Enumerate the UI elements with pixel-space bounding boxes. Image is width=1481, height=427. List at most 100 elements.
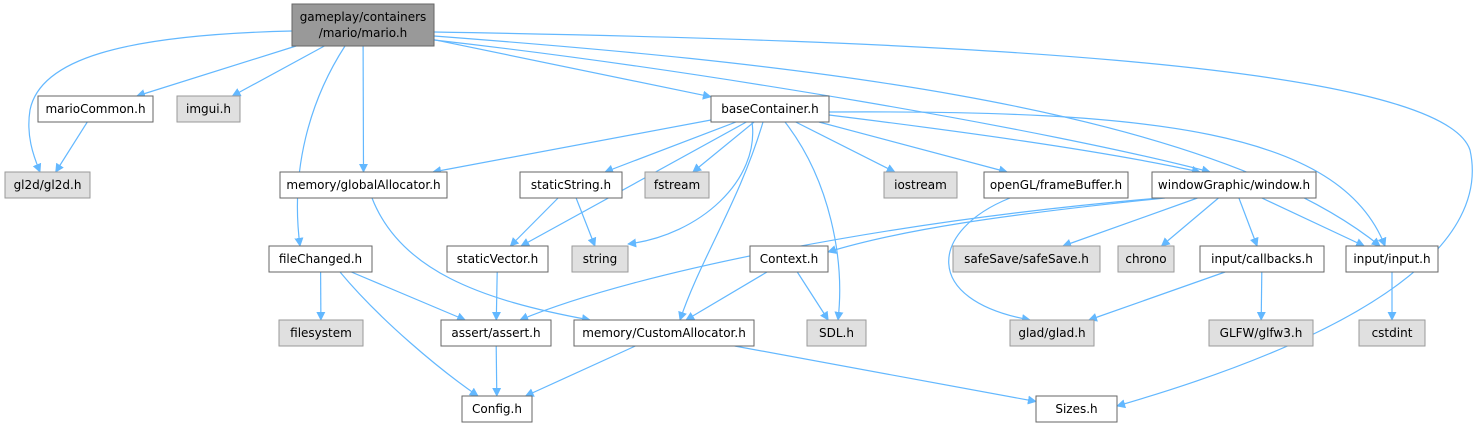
node-string: string bbox=[571, 245, 629, 273]
node-box bbox=[268, 245, 373, 273]
node-customAllocator[interactable]: memory/CustomAllocator.h bbox=[573, 319, 755, 347]
edge-line bbox=[575, 197, 597, 247]
edge-line bbox=[136, 45, 297, 98]
node-label: staticString.h bbox=[531, 178, 611, 192]
node-baseContainer[interactable]: baseContainer.h bbox=[710, 95, 830, 123]
edges-layer bbox=[28, 30, 1473, 409]
node-box bbox=[573, 319, 755, 347]
node-box bbox=[1009, 319, 1095, 347]
node-context[interactable]: Context.h bbox=[749, 245, 829, 273]
node-imgui: imgui.h bbox=[176, 95, 241, 123]
edge-fileChanged-to-assert bbox=[351, 271, 467, 322]
edge-line bbox=[1256, 271, 1266, 321]
node-fileChanged[interactable]: fileChanged.h bbox=[268, 245, 373, 273]
node-label: cstdint bbox=[1372, 326, 1413, 340]
node-box bbox=[710, 95, 830, 123]
edge-line bbox=[818, 121, 1008, 175]
edge-line bbox=[432, 119, 712, 175]
node-label: memory/CustomAllocator.h bbox=[582, 326, 746, 340]
edge-window-to-context bbox=[827, 197, 1166, 254]
node-config[interactable]: Config.h bbox=[461, 395, 533, 423]
edge-line bbox=[692, 121, 755, 173]
edge-window-to-input bbox=[1261, 197, 1366, 247]
node-root[interactable]: gameplay/containers/mario/mario.h bbox=[291, 3, 435, 47]
edge-callbacks-to-glfw bbox=[1256, 271, 1266, 321]
node-label: input/callbacks.h bbox=[1211, 252, 1313, 266]
node-staticString[interactable]: staticString.h bbox=[519, 171, 623, 199]
node-box bbox=[1208, 319, 1314, 347]
edge-root-to-imgui bbox=[231, 45, 325, 97]
node-frameBuffer[interactable]: openGL/frameBuffer.h bbox=[983, 171, 1129, 199]
node-label: assert/assert.h bbox=[451, 326, 540, 340]
edge-baseContainer-to-staticVector bbox=[520, 121, 747, 247]
edge-line bbox=[734, 345, 1037, 405]
edge-root-to-gl2d bbox=[28, 30, 293, 173]
edge-line bbox=[795, 121, 896, 173]
node-sdl: SDL.h bbox=[806, 319, 867, 347]
node-label: marioCommon.h bbox=[45, 102, 145, 116]
edge-baseContainer-to-staticString bbox=[604, 121, 737, 174]
node-box bbox=[1345, 245, 1439, 273]
node-box bbox=[1035, 395, 1118, 423]
node-box bbox=[4, 171, 91, 199]
node-input[interactable]: input/input.h bbox=[1345, 245, 1439, 273]
edge-baseContainer-to-customAllocator bbox=[678, 121, 764, 321]
node-box bbox=[1117, 245, 1175, 273]
node-label: Context.h bbox=[760, 252, 818, 266]
node-box bbox=[440, 319, 552, 347]
edge-marioCommon-to-gl2d bbox=[55, 121, 88, 173]
edge-line bbox=[604, 121, 737, 174]
node-box bbox=[1151, 171, 1317, 199]
node-box bbox=[883, 171, 958, 199]
node-label: fstream bbox=[654, 178, 700, 192]
node-globalAllocator[interactable]: memory/globalAllocator.h bbox=[279, 171, 448, 199]
node-label: Sizes.h bbox=[1055, 402, 1097, 416]
edge-line bbox=[948, 197, 1031, 323]
node-box bbox=[1358, 319, 1426, 347]
edge-line bbox=[685, 271, 768, 321]
edge-assert-to-config bbox=[492, 345, 502, 397]
node-glfw: GLFW/glfw3.h bbox=[1208, 319, 1314, 347]
node-label: Config.h bbox=[472, 402, 522, 416]
node-sizes[interactable]: Sizes.h bbox=[1035, 395, 1118, 423]
node-window[interactable]: windowGraphic/window.h bbox=[1151, 171, 1317, 199]
edge-context-to-customAllocator bbox=[685, 271, 768, 321]
edge-line bbox=[491, 271, 501, 321]
edge-baseContainer-to-input bbox=[828, 111, 1387, 247]
edge-line bbox=[796, 271, 829, 321]
node-callbacks[interactable]: input/callbacks.h bbox=[1199, 245, 1325, 273]
node-filesystem: filesystem bbox=[278, 319, 364, 347]
edge-line bbox=[828, 114, 1201, 175]
edge-baseContainer-to-iostream bbox=[795, 121, 896, 173]
edge-line bbox=[371, 197, 591, 323]
edge-line bbox=[828, 111, 1387, 247]
edge-line bbox=[1160, 197, 1219, 247]
node-label: memory/globalAllocator.h bbox=[286, 178, 440, 192]
edge-baseContainer-to-frameBuffer bbox=[818, 121, 1008, 175]
edge-root-to-fileChanged bbox=[294, 45, 346, 247]
edge-line bbox=[28, 30, 293, 173]
edge-line bbox=[509, 197, 559, 247]
node-marioCommon[interactable]: marioCommon.h bbox=[37, 95, 154, 123]
node-box bbox=[644, 171, 710, 199]
edge-root-to-window bbox=[433, 39, 1211, 175]
edge-line bbox=[1261, 197, 1366, 247]
node-chrono: chrono bbox=[1117, 245, 1175, 273]
node-label: iostream bbox=[894, 178, 947, 192]
node-box bbox=[37, 95, 154, 123]
node-assert[interactable]: assert/assert.h bbox=[440, 319, 552, 347]
node-cstdint: cstdint bbox=[1358, 319, 1426, 347]
edge-staticString-to-staticVector bbox=[509, 197, 559, 247]
edge-customAllocator-to-sizes bbox=[734, 345, 1037, 405]
edge-window-to-callbacks bbox=[1238, 197, 1259, 247]
edge-line bbox=[55, 121, 88, 173]
node-staticVector[interactable]: staticVector.h bbox=[446, 245, 549, 273]
node-iostream: iostream bbox=[883, 171, 958, 199]
edge-line bbox=[827, 197, 1166, 254]
node-label: baseContainer.h bbox=[721, 102, 819, 116]
edge-line bbox=[520, 121, 747, 247]
edge-line bbox=[784, 121, 844, 321]
edge-staticVector-to-assert bbox=[491, 271, 501, 321]
node-label: SDL.h bbox=[819, 326, 854, 340]
edge-line bbox=[1062, 197, 1198, 248]
